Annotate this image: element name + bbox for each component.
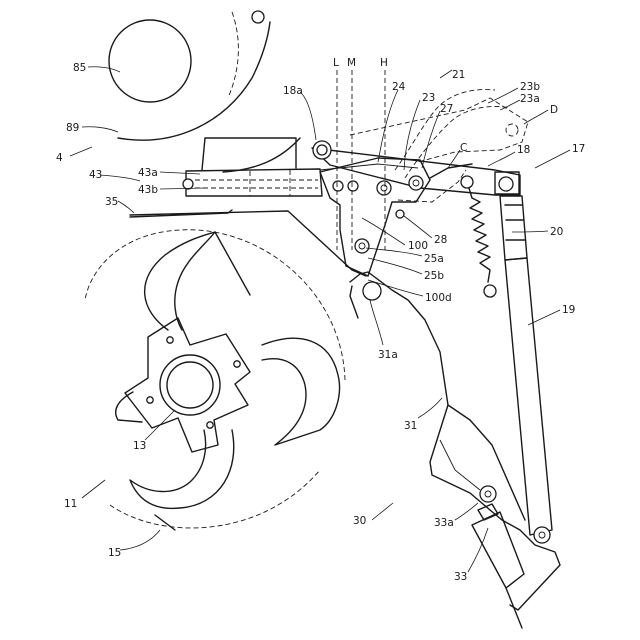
cover-pivot — [252, 11, 264, 23]
spring-20 — [468, 185, 490, 282]
label-25a: 25a — [424, 253, 444, 265]
reference-labels: 85 89 4 43 43a 43b 35 18a L M H 21 24 23… — [56, 57, 585, 583]
label-13: 13 — [133, 440, 146, 452]
label-33a: 33a — [434, 517, 454, 529]
rotor-11 — [116, 232, 340, 530]
label-43: 43 — [89, 169, 102, 181]
label-23: 23 — [422, 92, 435, 104]
actuator-bottom-pin — [534, 527, 550, 543]
pin-31a — [363, 282, 381, 300]
label-L: L — [333, 57, 339, 69]
link-31-hook — [350, 286, 358, 318]
label-100: 100 — [408, 240, 428, 252]
rotor-swing-circle-top — [85, 230, 345, 380]
hub-bolt-2 — [234, 361, 240, 367]
label-43a: 43a — [138, 167, 158, 179]
spring-bottom-pin — [484, 285, 496, 297]
label-31a: 31a — [378, 349, 398, 361]
body-30-edge — [448, 405, 525, 520]
body-33-tab — [478, 504, 498, 520]
swing-pin-D — [506, 124, 518, 136]
label-89: 89 — [66, 122, 79, 134]
pin-M — [348, 181, 358, 191]
cover-hidden-edge — [228, 12, 238, 98]
swing-position-D — [350, 98, 528, 162]
label-28: 28 — [434, 234, 447, 246]
link-43 — [186, 169, 322, 196]
hub-plate-13 — [125, 318, 250, 452]
label-18a: 18a — [283, 85, 303, 97]
label-30: 30 — [353, 515, 366, 527]
label-15: 15 — [108, 547, 121, 559]
pin-28 — [396, 210, 404, 218]
swing-position-C — [398, 170, 466, 202]
blade-upper-left — [145, 232, 215, 330]
blade-upper-edge — [215, 232, 250, 295]
label-100d: 100d — [425, 292, 452, 304]
actuator-bands — [505, 205, 525, 240]
blade-lower-tip — [155, 515, 175, 530]
plate-100 — [320, 158, 430, 276]
label-19: 19 — [562, 304, 575, 316]
label-17: 17 — [572, 143, 585, 155]
blade-left — [116, 392, 142, 422]
swing-position-23a — [405, 106, 510, 178]
rotor-swing-circle-bottom — [110, 470, 320, 528]
hub-bolt-1 — [167, 337, 173, 343]
label-85: 85 — [73, 62, 86, 74]
label-33: 33 — [454, 571, 467, 583]
frame-35 — [130, 211, 366, 276]
pin-33a — [480, 486, 496, 502]
hub-bolt-3 — [207, 422, 213, 428]
label-24: 24 — [392, 81, 406, 93]
link-43-hidden — [250, 170, 290, 196]
label-23a: 23a — [520, 93, 540, 105]
label-4: 4 — [56, 152, 63, 164]
label-18: 18 — [517, 144, 530, 156]
label-21: 21 — [452, 69, 465, 81]
pin-24 — [377, 181, 391, 195]
hub-inner — [167, 362, 213, 408]
label-43b: 43b — [138, 184, 158, 196]
blade-right — [262, 338, 339, 445]
label-D: D — [550, 104, 558, 116]
arm-18-end-pin — [499, 177, 513, 191]
label-C: C — [460, 142, 467, 154]
arm-18-pivot-inner — [317, 145, 327, 155]
label-23b: 23b — [520, 81, 540, 93]
label-20: 20 — [550, 226, 563, 238]
label-27: 27 — [440, 103, 453, 115]
label-31: 31 — [404, 420, 417, 432]
link-43-pin — [183, 179, 193, 189]
body-30-inner — [440, 440, 480, 490]
spring-top-pin — [461, 176, 473, 188]
cover-89 — [118, 22, 270, 140]
hub-bolt-4 — [147, 397, 153, 403]
pin-23 — [409, 176, 423, 190]
pin-L — [333, 181, 343, 191]
label-35: 35 — [105, 196, 118, 208]
pin-25a — [355, 239, 369, 253]
actuator-rod-19 — [505, 258, 552, 535]
hub-outer — [160, 355, 220, 415]
label-H: H — [380, 57, 388, 69]
link-31 — [350, 272, 560, 610]
link-43-slot — [195, 180, 318, 188]
label-M: M — [347, 57, 356, 69]
roller-85 — [109, 20, 191, 102]
upper-box-curve — [223, 138, 300, 172]
label-25b: 25b — [424, 270, 444, 282]
label-11: 11 — [64, 498, 77, 510]
